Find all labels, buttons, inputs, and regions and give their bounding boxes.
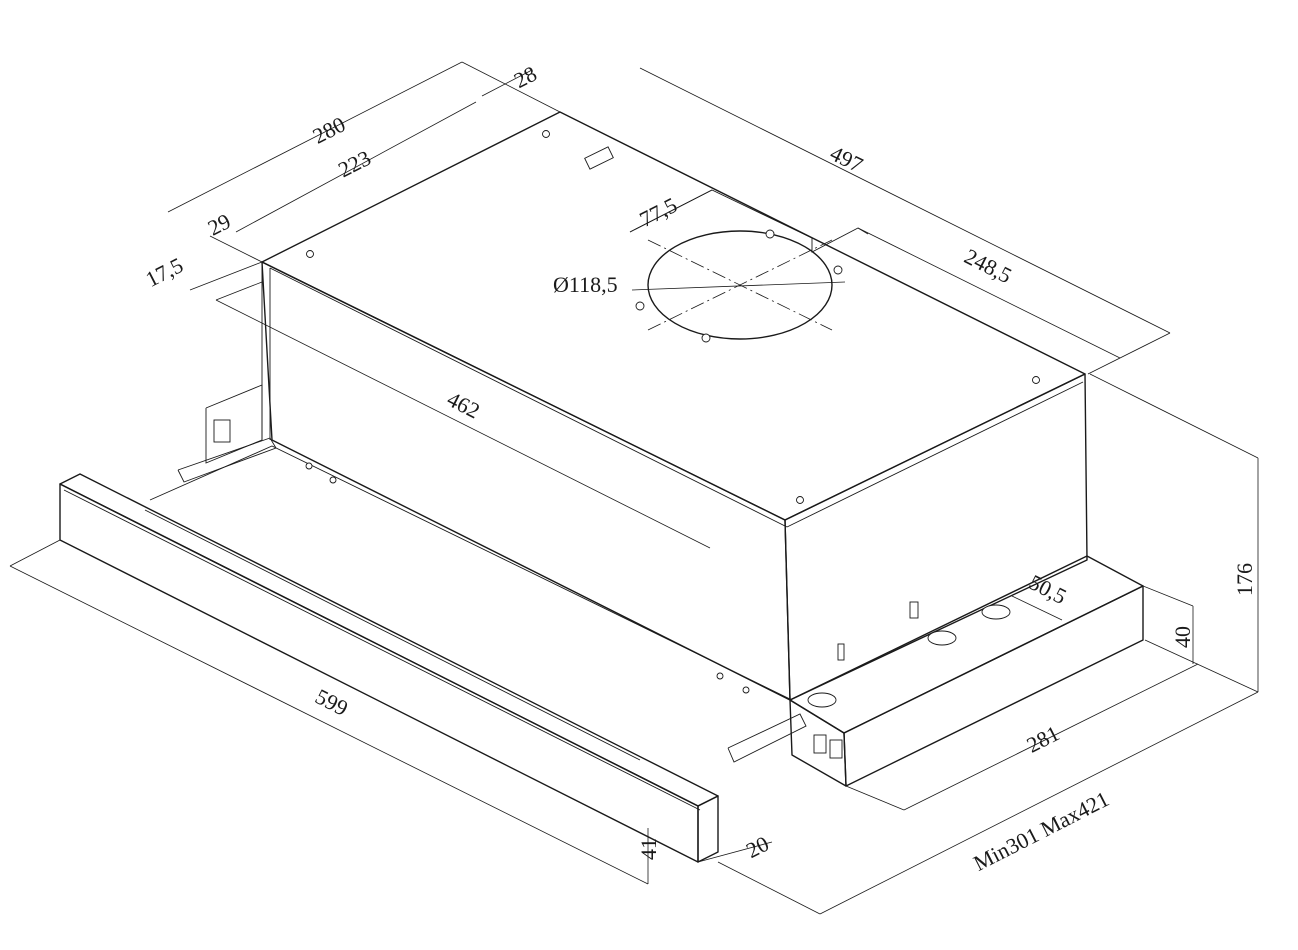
dim-20: 20 — [742, 831, 773, 863]
dim-50-5: 50,5 — [1025, 569, 1071, 609]
dim-599: 599 — [311, 684, 352, 721]
dim-17-5: 17,5 — [141, 252, 187, 292]
dim-40: 40 — [1170, 626, 1195, 648]
control-box-top — [789, 555, 1144, 734]
dim-497: 497 — [826, 140, 867, 177]
lower-frame — [144, 384, 807, 763]
dim-462: 462 — [443, 386, 484, 423]
control-box-end — [789, 699, 847, 787]
dim-28: 28 — [510, 61, 541, 93]
front-panel — [59, 473, 719, 863]
housing-end-face — [784, 373, 1088, 701]
front-panel-end — [697, 795, 719, 863]
dim-min-max: Min301 Max421 — [969, 786, 1113, 876]
switch-icon — [813, 734, 827, 754]
dim-41: 41 — [636, 838, 661, 860]
dim-281: 281 — [1023, 720, 1064, 757]
dim-diameter: Ø118,5 — [553, 272, 618, 297]
top-slot — [584, 146, 614, 170]
dim-223: 223 — [334, 145, 375, 182]
dimension-lines — [9, 61, 1259, 915]
dim-280: 280 — [309, 111, 350, 148]
dim-248-5: 248,5 — [960, 243, 1015, 288]
housing — [261, 111, 1088, 701]
dim-176: 176 — [1232, 563, 1257, 596]
housing-top-face — [261, 111, 1086, 521]
front-panel-face — [59, 483, 699, 863]
duct-circle — [647, 230, 833, 340]
control-box — [789, 555, 1144, 787]
left-bracket-switch — [213, 419, 231, 443]
dim-29: 29 — [204, 208, 235, 240]
housing-front-face — [261, 261, 791, 701]
switch-icon-2 — [829, 739, 843, 759]
duct-opening — [306, 130, 1040, 504]
